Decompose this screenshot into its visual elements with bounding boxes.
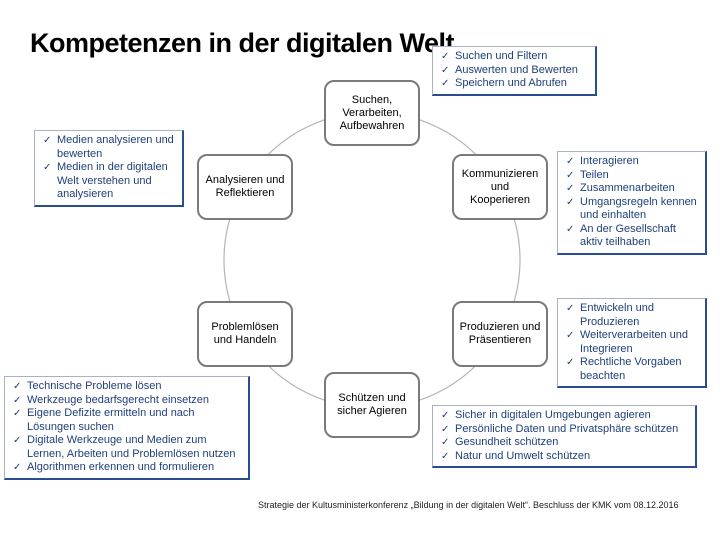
list-item: Rechtliche Vorgaben beachten xyxy=(566,356,701,383)
list-item: Werkzeuge bedarfsgerecht einsetzen xyxy=(13,394,244,408)
node-produzieren: Produzieren und Präsentieren xyxy=(452,301,548,367)
list-item: Auswerten und Bewerten xyxy=(441,64,591,78)
list-item: An der Gesellschaft aktiv teilhaben xyxy=(566,223,701,250)
node-schuetzen: Schützen und sicher Agieren xyxy=(324,372,420,438)
list-item: Entwickeln und Produzieren xyxy=(566,302,701,329)
box-analysieren: Medien analysieren und bewerten Medien i… xyxy=(34,130,184,207)
box-problemloesen: Technische Probleme lösen Werkzeuge beda… xyxy=(4,376,250,480)
list-item: Weiterverarbeiten und Integrieren xyxy=(566,329,701,356)
node-analysieren: Analysieren und Reflektieren xyxy=(197,154,293,220)
list-item: Digitale Werkzeuge und Medien zum Lernen… xyxy=(13,434,244,461)
box-produzieren: Entwickeln und Produzieren Weiterverarbe… xyxy=(557,298,707,388)
box-schuetzen: Sicher in digitalen Umgebungen agieren P… xyxy=(432,405,697,468)
node-kommunizieren: Kommunizieren und Kooperieren xyxy=(452,154,548,220)
list-item: Sicher in digitalen Umgebungen agieren xyxy=(441,409,691,423)
list-item: Medien analysieren und bewerten xyxy=(43,134,178,161)
list-item: Algorithmen erkennen und formulieren xyxy=(13,461,244,475)
source-footer: Strategie der Kultusministerkonferenz „B… xyxy=(258,500,679,510)
list-item: Natur und Umwelt schützen xyxy=(441,450,691,464)
list-item: Zusammenarbeiten xyxy=(566,182,701,196)
list-item: Teilen xyxy=(566,169,701,183)
node-suchen: Suchen, Verarbeiten, Aufbewahren xyxy=(324,80,420,146)
list-item: Eigene Defizite ermitteln und nach Lösun… xyxy=(13,407,244,434)
list-item: Umgangsregeln kennen und einhalten xyxy=(566,196,701,223)
list-item: Suchen und Filtern xyxy=(441,50,591,64)
list-item: Technische Probleme lösen xyxy=(13,380,244,394)
list-item: Persönliche Daten und Privatsphäre schüt… xyxy=(441,423,691,437)
list-item: Speichern und Abrufen xyxy=(441,77,591,91)
box-kommunizieren: Interagieren Teilen Zusammenarbeiten Umg… xyxy=(557,151,707,255)
list-item: Gesundheit schützen xyxy=(441,436,691,450)
list-item: Interagieren xyxy=(566,155,701,169)
slide-title: Kompetenzen in der digitalen Welt xyxy=(30,28,455,58)
node-problemloesen: Problemlösen und Handeln xyxy=(197,301,293,367)
box-suchen: Suchen und Filtern Auswerten und Bewerte… xyxy=(432,46,597,96)
list-item: Medien in der digitalen Welt verstehen u… xyxy=(43,161,178,202)
